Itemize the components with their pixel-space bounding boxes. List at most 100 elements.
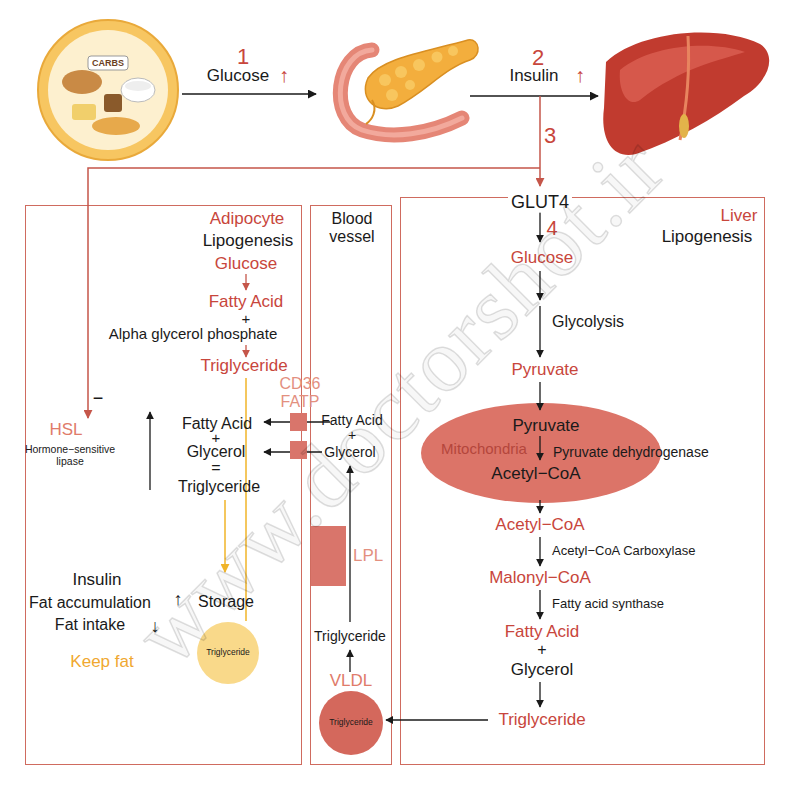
panel-subtitle: Lipogenesis <box>662 227 753 247</box>
arrow-line <box>539 436 540 460</box>
arrow-line <box>349 650 350 672</box>
fat-droplet-shape <box>197 622 259 684</box>
arrow-line <box>224 500 226 572</box>
metabolite-label: Pyruvate <box>511 360 578 380</box>
metabolite-label: Malonyl−CoA <box>489 568 591 588</box>
metabolite-label: Glucose <box>511 248 573 268</box>
vessel-panel: Blood vesselLPLVLDLTriglyceride <box>310 205 392 765</box>
transporter-label: FATP <box>281 393 320 411</box>
arrow-line <box>182 93 316 95</box>
panel-title: Liver <box>721 206 758 226</box>
metabolite-label: Glucose <box>215 254 277 274</box>
metabolite-label: Acetyl−CoA <box>495 515 584 535</box>
operator-sign: + <box>537 641 546 659</box>
signal-label: Glucose <box>207 66 269 86</box>
pancreas-illustration <box>405 80 415 90</box>
food-shape <box>38 20 178 160</box>
arrow-line <box>539 590 540 619</box>
liver-illustration <box>620 46 745 102</box>
arrow-line <box>88 168 540 418</box>
transporter-label: CD36 <box>280 375 321 393</box>
arrow-line <box>149 412 150 490</box>
pancreas-illustration <box>340 50 462 135</box>
metabolite-label: Glycerol <box>187 443 246 461</box>
food-shape <box>92 117 140 135</box>
metabolite-label: Triglyceride <box>314 628 386 644</box>
food-shape <box>121 78 155 102</box>
mitochondria-ellipse: PyruvateMitochondriaPyruvate dehydrogena… <box>421 403 661 503</box>
food-shape <box>104 94 122 112</box>
enzyme-name: Acetyl−CoA Carboxylase <box>552 544 695 559</box>
arrow-line <box>264 421 330 422</box>
food-plate: CARBS <box>36 18 180 162</box>
signal-label: Insulin <box>509 66 558 86</box>
trend-arrow: ↑ <box>279 64 289 87</box>
enzyme-label: LPL <box>353 546 383 566</box>
enzyme-box: LPL <box>311 526 346 586</box>
trend-arrow: ↑ <box>174 589 183 610</box>
transporter-label: GLUT4 <box>508 192 572 213</box>
liver-illustration <box>680 36 689 140</box>
liver-illustration <box>679 114 689 138</box>
metabolite-label: Glycerol <box>324 444 375 460</box>
lipoprotein-label: VLDL <box>330 671 373 691</box>
liver-illustration <box>603 32 769 155</box>
food-shape <box>62 70 102 94</box>
food-shape <box>125 81 151 91</box>
operator-sign: + <box>348 427 356 443</box>
arrow-line <box>539 271 540 300</box>
arrow-line <box>245 378 247 621</box>
arrow-line <box>539 212 540 242</box>
effect-label: Fat accumulation <box>29 594 151 612</box>
arrow-line <box>245 274 246 290</box>
transporter-symbol <box>290 441 307 459</box>
effect-label: Keep fat <box>70 652 133 672</box>
pancreas-illustration <box>365 40 478 109</box>
metabolite-label: Fatty Acid <box>209 292 284 312</box>
panel-title: Blood vessel <box>316 210 388 247</box>
enzyme-name: Pyruvate dehydrogenase <box>553 444 709 460</box>
lipoprotein-circle: VLDLTriglyceride <box>319 691 383 755</box>
arrow-line <box>539 537 540 566</box>
transporter-symbol <box>290 413 307 431</box>
metabolite-label: Fatty Acid <box>321 412 382 428</box>
fat-droplet: Triglyceride <box>197 622 259 684</box>
liver-illustration <box>603 32 769 155</box>
panel-title: Adipocyte <box>210 209 285 229</box>
arrow-line <box>539 500 540 513</box>
pancreas-illustration <box>413 59 425 71</box>
operator-sign: + <box>242 310 251 327</box>
lipoprotein-circle-shape <box>319 691 383 755</box>
arrow-line <box>245 345 246 357</box>
cell-panel: AdipocyteLipogenesisTriglyceride <box>25 205 302 765</box>
metabolite-label: Fatty Acid <box>505 622 580 642</box>
callout-number: 4 <box>546 217 557 240</box>
metabolite-label: Acetyl−CoA <box>491 464 580 484</box>
pancreas-illustration <box>395 66 407 78</box>
effect-label: Fat intake <box>55 616 125 634</box>
pancreas-illustration <box>366 100 374 124</box>
metabolite-label: Triglyceride <box>200 356 287 376</box>
pancreas-illustration <box>386 89 398 101</box>
arrow-line <box>470 95 598 97</box>
pancreas-illustration <box>379 74 391 86</box>
enzyme-label: HSL <box>49 420 82 440</box>
metabolite-label: Pyruvate <box>512 416 579 436</box>
pancreas-illustration <box>340 50 462 135</box>
arrow-line <box>539 682 540 707</box>
trend-arrow: ↓ <box>151 616 160 637</box>
food-shape <box>88 56 128 70</box>
droplet-label: Triglyceride <box>206 648 250 658</box>
droplet-label: Triglyceride <box>329 718 373 728</box>
food-shape <box>72 104 96 120</box>
arrow-line <box>539 306 540 357</box>
metabolite-label: Glycerol <box>511 660 573 680</box>
arrow-line <box>386 719 488 720</box>
organelle-label: Mitochondria <box>441 440 527 457</box>
callout-number: 3 <box>544 123 556 148</box>
metabolite-label: Alpha glycerol phosphate <box>109 325 277 342</box>
callout-number: 1 <box>237 44 249 69</box>
inhibition-sign: − <box>93 388 104 409</box>
arrow-line <box>264 451 322 452</box>
